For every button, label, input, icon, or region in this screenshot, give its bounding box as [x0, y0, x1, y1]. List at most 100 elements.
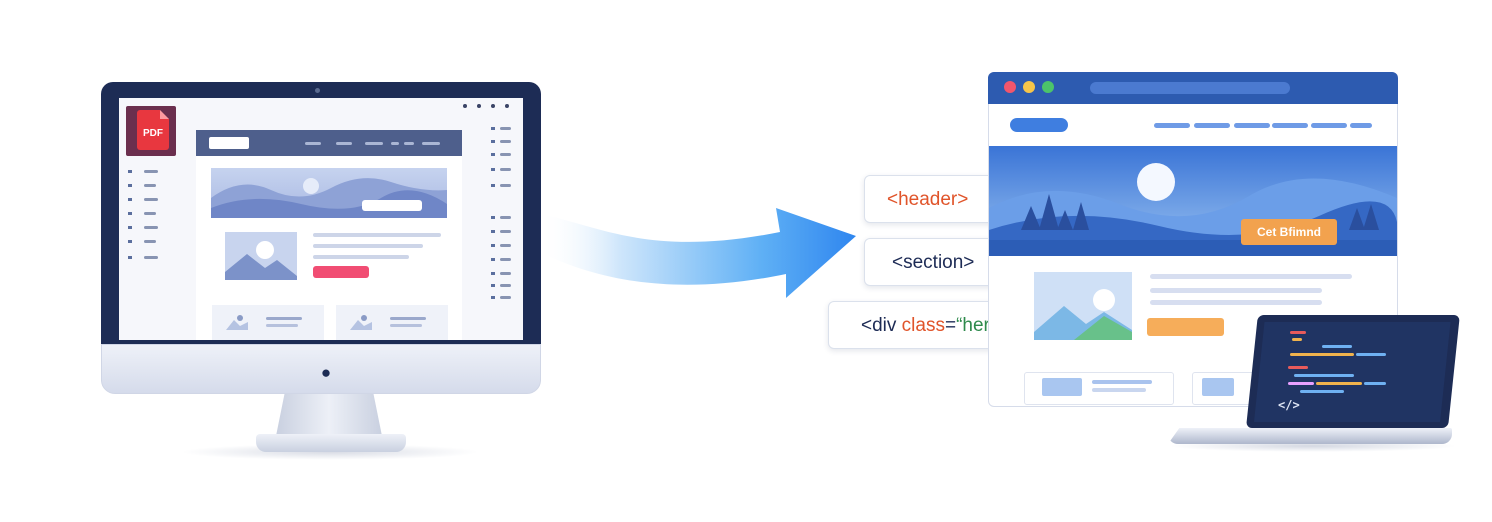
- maximize-dot-icon[interactable]: [1042, 81, 1054, 93]
- pdf-text-line: [313, 244, 423, 248]
- pdf-text-line: [313, 233, 441, 237]
- pdf-card: [212, 305, 324, 340]
- pdf-nav-link: [404, 142, 414, 145]
- get-started-button[interactable]: Cet Bfimnd: [1241, 219, 1337, 245]
- sidebar-line: [500, 296, 511, 299]
- code-line: [1288, 366, 1308, 369]
- sidebar-line: [500, 284, 511, 287]
- window-dot: [463, 104, 467, 108]
- sidebar-line: [144, 170, 158, 173]
- sidebar-line: [500, 230, 511, 233]
- sidebar-bullet: [491, 258, 495, 261]
- site-nav-link[interactable]: [1154, 123, 1190, 128]
- pdf-nav-link: [336, 142, 352, 145]
- site-text-line: [1092, 388, 1146, 392]
- code-tag-section-text: <section>: [892, 252, 975, 273]
- pdf-hero-button: [362, 200, 422, 211]
- code-line: [1290, 331, 1306, 334]
- pdf-content-image: [225, 232, 297, 280]
- site-card-image: [1202, 378, 1234, 396]
- sidebar-line: [500, 140, 511, 143]
- sidebar-bullet: [128, 226, 132, 229]
- site-text-line: [1092, 380, 1152, 384]
- window-dot: [477, 104, 481, 108]
- sidebar-bullet: [491, 168, 495, 171]
- code-line: [1364, 382, 1386, 385]
- pdf-page-logo: [209, 137, 249, 149]
- pdf-nav-link: [305, 142, 321, 145]
- monitor-camera: [315, 88, 320, 93]
- sidebar-bullet: [128, 170, 132, 173]
- sidebar-bullet: [128, 240, 132, 243]
- window-dot: [491, 104, 495, 108]
- sidebar-line: [500, 184, 511, 187]
- pdf-nav-link: [422, 142, 440, 145]
- code-tag-header-text: <header>: [887, 189, 969, 210]
- site-text-line: [1150, 274, 1352, 279]
- code-line: [1356, 353, 1386, 356]
- div-open-text: <div: [861, 315, 902, 336]
- sidebar-bullet: [491, 244, 495, 247]
- pdf-text-line: [266, 324, 298, 327]
- sidebar-bullet: [128, 184, 132, 187]
- sidebar-line: [500, 168, 511, 171]
- sidebar-bullet: [128, 198, 132, 201]
- pdf-card: [336, 305, 448, 340]
- laptop-base: [1168, 428, 1452, 444]
- sidebar-bullet: [491, 127, 495, 130]
- div-attr-text: class: [901, 315, 945, 336]
- site-nav-link[interactable]: [1194, 123, 1230, 128]
- monitor-shadow: [180, 444, 480, 460]
- site-text-line: [1150, 288, 1322, 293]
- site-logo[interactable]: [1010, 118, 1068, 132]
- pdf-page-fold: [160, 110, 169, 119]
- pdf-text-line: [266, 317, 302, 320]
- apple-logo-icon: ●: [320, 363, 332, 382]
- sidebar-bullet: [128, 212, 132, 215]
- card-image-icon: [226, 315, 248, 330]
- site-nav-link[interactable]: [1350, 123, 1372, 128]
- sidebar-line: [500, 258, 511, 261]
- monitor-stand-foot: [256, 434, 406, 452]
- curved-arrow-icon: [540, 208, 856, 298]
- sidebar-line: [500, 216, 511, 219]
- code-line: [1290, 353, 1354, 356]
- image-placeholder-icon: [1034, 289, 1132, 340]
- url-bar[interactable]: [1090, 82, 1290, 94]
- code-line: [1294, 374, 1354, 377]
- sidebar-bullet: [491, 272, 495, 275]
- sidebar-line: [500, 272, 511, 275]
- sidebar-line: [144, 256, 158, 259]
- sidebar-bullet: [491, 230, 495, 233]
- site-card-image: [1042, 378, 1082, 396]
- sidebar-line: [500, 244, 511, 247]
- close-dot-icon[interactable]: [1004, 81, 1016, 93]
- sidebar-bullet: [491, 216, 495, 219]
- pdf-badge-label: PDF: [143, 128, 163, 139]
- pdf-nav-link: [365, 142, 383, 145]
- sidebar-bullet: [491, 140, 495, 143]
- pdf-text-line: [390, 317, 426, 320]
- sidebar-line: [500, 127, 511, 130]
- window-dot: [505, 104, 509, 108]
- code-line: [1288, 382, 1314, 385]
- minimize-dot-icon[interactable]: [1023, 81, 1035, 93]
- sidebar-bullet: [491, 184, 495, 187]
- pdf-text-line: [313, 255, 409, 259]
- site-nav-link[interactable]: [1272, 123, 1308, 128]
- site-nav-link[interactable]: [1234, 123, 1270, 128]
- code-line: [1322, 345, 1352, 348]
- monitor-chin: [101, 344, 541, 394]
- sidebar-bullet: [491, 296, 495, 299]
- pdf-text-line: [390, 324, 422, 327]
- sidebar-bullet: [491, 153, 495, 156]
- pdf-nav-link: [391, 142, 399, 145]
- site-orange-button[interactable]: [1147, 318, 1224, 336]
- sidebar-line: [144, 240, 156, 243]
- code-line: [1316, 382, 1362, 385]
- sidebar-line: [144, 226, 158, 229]
- div-eq-text: =: [944, 315, 957, 336]
- code-line: [1292, 338, 1302, 341]
- site-nav-link[interactable]: [1311, 123, 1347, 128]
- pdf-pink-button: [313, 266, 369, 278]
